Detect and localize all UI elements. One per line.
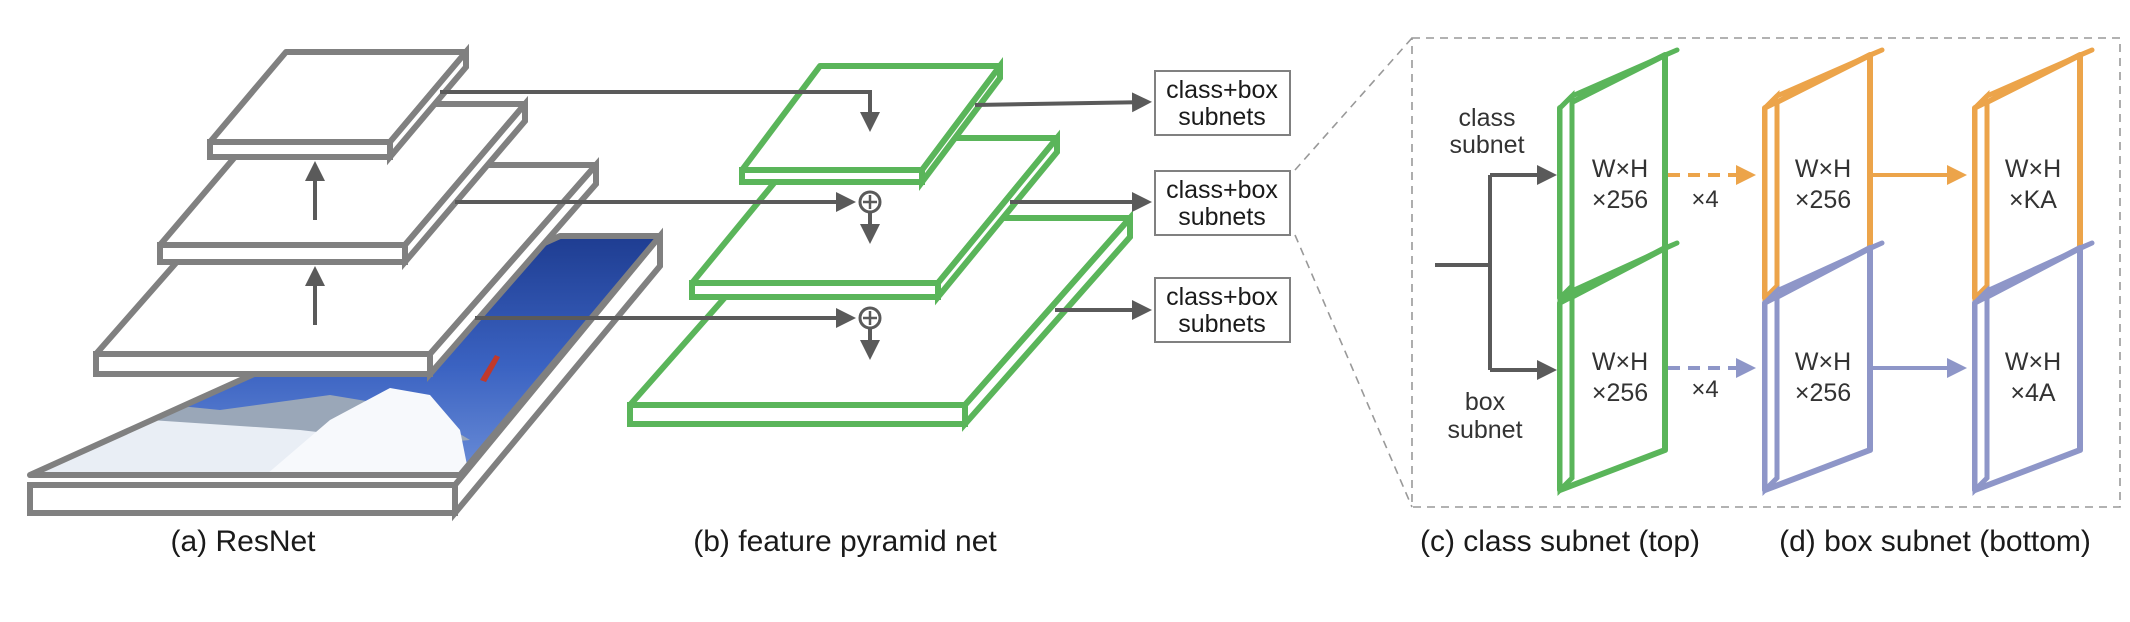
branch-box-label-1: box (1465, 388, 1506, 416)
subnet-box-top: class+box subnets (1154, 70, 1291, 136)
lateral-arrow-c5 (440, 90, 880, 132)
merge-add-node (858, 190, 882, 214)
tensor-dim-channels: ×256 (1795, 379, 1851, 407)
subnet-box-line2: subnets (1178, 310, 1266, 338)
box-subnet-input-tensor: W×H ×256 (1557, 240, 1680, 497)
class-subnet-input-tensor: W×H ×256 (1557, 47, 1680, 305)
caption-resnet: (a) ResNet (170, 525, 316, 558)
caption-box-subnet: (d) box subnet (bottom) (1779, 525, 2091, 558)
merge-add-node (858, 306, 882, 330)
branch-class-label-1: class (1459, 104, 1516, 132)
class-repeat-label: ×4 (1691, 186, 1718, 213)
branch-class-label-2: subnet (1449, 131, 1524, 159)
tensor-dim-wh: W×H (2005, 155, 2061, 183)
tensor-dim-wh: W×H (1592, 155, 1648, 183)
subnet-box-line1: class+box (1166, 283, 1278, 311)
subnet-box-middle: class+box subnets (1154, 170, 1291, 236)
tensor-dim-wh: W×H (2005, 348, 2061, 376)
class-subnet-output-tensor: W×H ×KA (1972, 47, 2095, 305)
subnet-box-line1: class+box (1166, 76, 1278, 104)
caption-fpn: (b) feature pyramid net (693, 525, 997, 558)
tensor-dim-channels: ×256 (1795, 186, 1851, 214)
box-subnet-hidden-tensor: W×H ×256 (1762, 240, 1885, 497)
box-repeat-label: ×4 (1691, 376, 1718, 403)
output-arrow-top (974, 92, 1152, 113)
tensor-dim-wh: W×H (1795, 155, 1851, 183)
subnet-detail-callout (1294, 37, 2121, 508)
subnet-branch-lines (1435, 165, 1557, 380)
subnet-box-line2: subnets (1178, 203, 1266, 231)
caption-class-subnet: (c) class subnet (top) (1420, 525, 1700, 558)
feature-pyramid (440, 57, 1152, 432)
branch-box-label-2: subnet (1447, 416, 1522, 444)
tensor-dim-wh: W×H (1795, 348, 1851, 376)
subnet-box-bottom: class+box subnets (1154, 277, 1291, 343)
tensor-dim-4a: ×4A (2010, 379, 2056, 407)
resnet-layer-c5 (207, 43, 469, 166)
class-subnet-hidden-tensor: W×H ×256 (1762, 47, 1885, 305)
tensor-dim-channels: ×256 (1592, 379, 1648, 407)
resnet-backbone (27, 43, 663, 522)
subnet-box-line2: subnets (1178, 103, 1266, 131)
tensor-dim-wh: W×H (1592, 348, 1648, 376)
tensor-dim-ka: ×KA (2009, 186, 2057, 214)
box-subnet-output-tensor: W×H ×4A (1972, 240, 2095, 497)
tensor-dim-channels: ×256 (1592, 186, 1648, 214)
subnet-box-line1: class+box (1166, 176, 1278, 204)
